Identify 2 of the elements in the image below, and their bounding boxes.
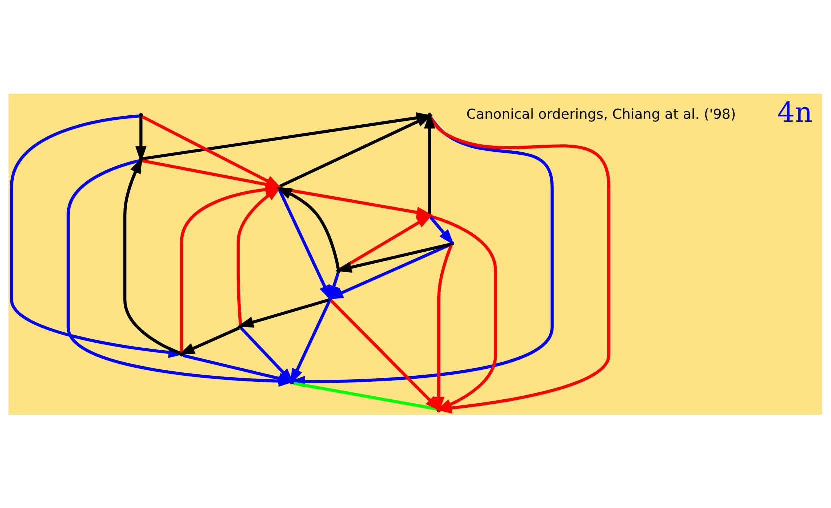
label: 4n [777,96,813,129]
label: Canonical orderings, Chiang at al. ('98) [466,106,736,122]
